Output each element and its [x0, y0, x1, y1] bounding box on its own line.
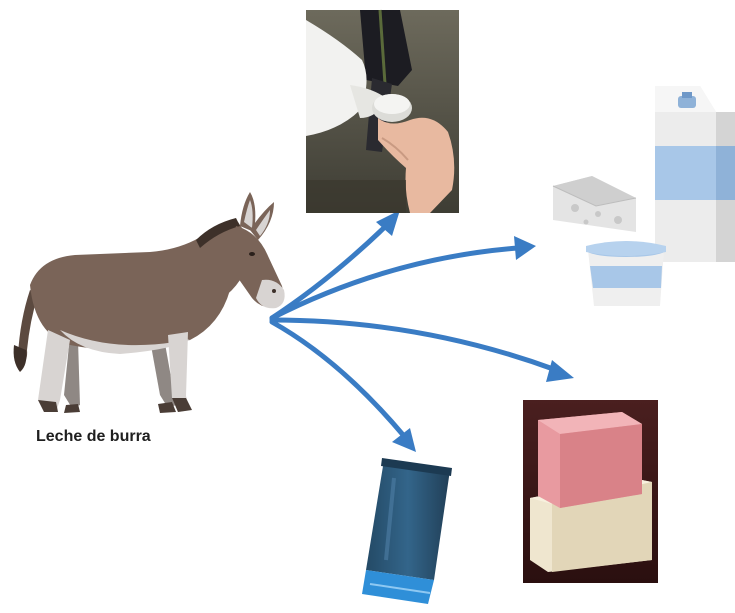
- donkey-icon: [14, 192, 285, 413]
- milk-pouring-photo: [306, 10, 459, 213]
- source-label: Leche de burra: [36, 428, 151, 446]
- arrow-to-dairy-products: [272, 236, 536, 318]
- cheese-icon: [553, 176, 636, 232]
- arrow-to-milk-photo: [272, 210, 400, 318]
- milk-carton-icon: [655, 86, 735, 262]
- cream-tube-icon: [362, 458, 452, 604]
- yogurt-icon: [586, 241, 666, 306]
- soap-bars-photo: [523, 400, 658, 583]
- arrow-to-cream-tube: [272, 322, 416, 452]
- dairy-products-icon: [553, 86, 735, 306]
